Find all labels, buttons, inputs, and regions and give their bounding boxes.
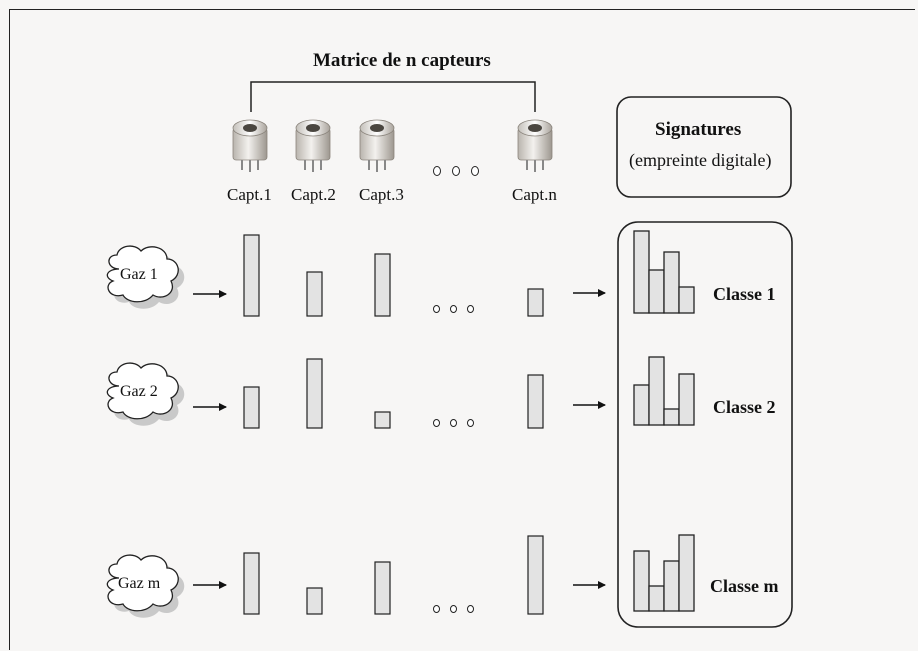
sensor-label: Capt.n	[512, 185, 557, 204]
sensor-icon	[295, 119, 331, 172]
sensor-label: Capt.3	[359, 185, 404, 204]
response-bar	[243, 234, 260, 317]
gas-label: Gaz 1	[120, 266, 158, 283]
response-bar	[527, 288, 544, 317]
response-bar	[374, 253, 391, 317]
class-label: Classe 1	[713, 284, 776, 304]
ellipsis-dot	[452, 166, 460, 176]
signature-histogram	[633, 534, 695, 612]
ellipsis-dot	[433, 605, 440, 613]
sensor-bracket	[250, 81, 536, 112]
ellipsis-dot	[467, 305, 474, 313]
classes-container	[617, 221, 793, 628]
response-bar	[243, 552, 260, 615]
class-label: Classe 2	[713, 397, 776, 417]
ellipsis-dot	[433, 419, 440, 427]
signatures-subtitle: (empreinte digitale)	[629, 150, 772, 170]
cloud-icon	[106, 245, 185, 309]
response-bar	[243, 386, 260, 429]
sensor-icon	[232, 119, 268, 172]
ellipsis-dot	[433, 166, 441, 176]
sensor-label: Capt.2	[291, 185, 336, 204]
response-bar	[374, 411, 391, 429]
class-label: Classe m	[710, 576, 779, 596]
ellipsis-dot	[467, 605, 474, 613]
response-bar	[527, 374, 544, 429]
signatures-title: Signatures	[655, 119, 742, 140]
ellipsis-dot	[471, 166, 479, 176]
sensor-icon	[517, 119, 553, 172]
signature-histogram	[633, 356, 695, 426]
page-frame	[9, 9, 915, 650]
ellipsis-dot	[450, 305, 457, 313]
signature-histogram	[633, 230, 695, 314]
ellipsis-dot	[450, 419, 457, 427]
sensor-label: Capt.1	[227, 185, 272, 204]
signatures-box	[616, 96, 792, 198]
diagram-title: Matrice de n capteurs	[313, 50, 491, 71]
sensor-icon	[359, 119, 395, 172]
gas-label: Gaz m	[118, 575, 161, 592]
gas-label: Gaz 2	[120, 383, 158, 400]
ellipsis-dot	[433, 305, 440, 313]
cloud-icon	[106, 362, 185, 426]
response-bar	[374, 561, 391, 615]
ellipsis-dot	[467, 419, 474, 427]
response-bar	[527, 535, 544, 615]
response-bar	[306, 587, 323, 615]
cloud-icon	[106, 554, 185, 618]
response-bar	[306, 271, 323, 317]
response-bar	[306, 358, 323, 429]
ellipsis-dot	[450, 605, 457, 613]
